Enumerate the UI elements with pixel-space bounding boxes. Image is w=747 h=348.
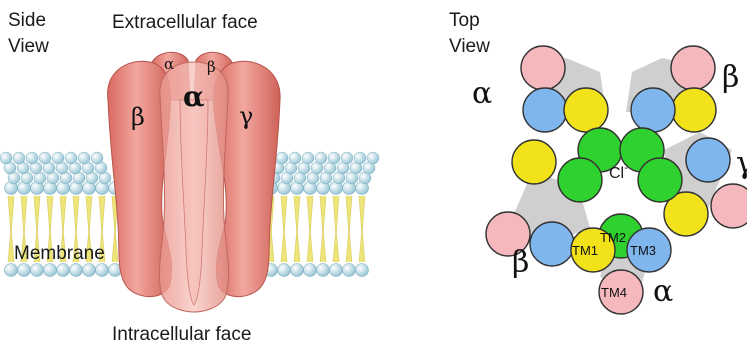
helix-tm2-gamma: [638, 158, 682, 202]
lipid-head-lower: [31, 264, 44, 277]
lipid-tail-lower: [307, 228, 313, 262]
lipid-head-back: [39, 152, 51, 164]
helix-tm3-gamma: [686, 138, 730, 182]
lipid-head-lower: [44, 264, 57, 277]
lipid-head-back: [91, 152, 103, 164]
pore-ion-label: Cl-: [609, 162, 628, 182]
side-label-beta-back: β: [207, 58, 216, 76]
side-label-gamma-right: γ: [239, 102, 253, 130]
lipid-head-lower: [317, 264, 330, 277]
helix-tm3-alpha-top: [523, 88, 567, 132]
helix-tm3-beta-bottom: [530, 222, 574, 266]
lipid-head-back: [78, 152, 90, 164]
lipid-head-back: [26, 152, 38, 164]
side-view: Side View Extracellular face Intracellul…: [0, 10, 379, 345]
helix-tm4-gamma: [711, 184, 747, 228]
side-view-title-line2: View: [8, 36, 49, 57]
lipid-head-lower: [291, 264, 304, 277]
lipid-head-lower: [70, 264, 83, 277]
lipid-head-back: [354, 152, 366, 164]
lipid-head-back: [13, 152, 25, 164]
lipid-tail-lower: [320, 228, 326, 262]
top-label-gamma-right: γ: [736, 146, 747, 181]
top-label-beta-top-right: β: [722, 60, 739, 95]
lipid-head-lower: [57, 264, 70, 277]
lipid-head-lower: [83, 264, 96, 277]
tm3-label: TM3: [630, 243, 656, 258]
helix-tm2-beta-bottom: [558, 158, 602, 202]
lipid-head-back: [315, 152, 327, 164]
lipid-head-back: [341, 152, 353, 164]
lipid-head-back: [367, 152, 379, 164]
helix-tm4-alpha-top: [521, 46, 565, 90]
lipid-head-lower: [304, 264, 317, 277]
lipid-tail-lower: [333, 228, 339, 262]
lipid-head-back: [52, 152, 64, 164]
lipid-head-lower: [330, 264, 343, 277]
top-label-alpha-top-left: α: [472, 76, 492, 111]
lipid-tail-lower: [281, 228, 287, 262]
lipid-head-lower: [356, 264, 369, 277]
lipid-head-back: [65, 152, 77, 164]
lipid-tail-lower: [294, 228, 300, 262]
top-view-title-line1: Top: [449, 10, 480, 31]
lipid-head-back: [276, 152, 288, 164]
helix-tm3-beta-top: [631, 88, 675, 132]
extracellular-face-label: Extracellular face: [112, 12, 258, 33]
lipid-head-back: [289, 152, 301, 164]
lipid-tail-lower: [346, 228, 352, 262]
lipid-head-lower: [278, 264, 291, 277]
tm4-label: TM4: [601, 285, 627, 300]
lipid-head-lower: [5, 264, 18, 277]
tm2-label: TM2: [600, 230, 626, 245]
side-label-alpha-back: α: [164, 55, 174, 73]
lipid-head-back: [302, 152, 314, 164]
helix-tm1-beta-top: [672, 88, 716, 132]
helix-tm1-beta-bottom: [512, 140, 556, 184]
side-label-alpha-front: α: [183, 80, 205, 113]
top-view-title-line2: View: [449, 36, 490, 57]
lipid-head-back: [328, 152, 340, 164]
top-view: Top View Cl- TM2 TM1 TM3 TM4 α β γ β α: [449, 10, 747, 314]
top-label-alpha-bottom: α: [653, 274, 673, 309]
intracellular-face-label: Intracellular face: [112, 324, 251, 345]
top-label-beta-bottom-left: β: [512, 245, 529, 280]
tm1-label: TM1: [572, 243, 598, 258]
side-view-title-line1: Side: [8, 10, 46, 31]
lipid-head-lower: [18, 264, 31, 277]
membrane-label: Membrane: [14, 243, 105, 264]
helix-tm1-alpha-top: [564, 88, 608, 132]
lipid-head-back: [0, 152, 12, 164]
lipid-head-lower: [96, 264, 109, 277]
lipid-head-lower: [343, 264, 356, 277]
helix-tm4-beta-top: [671, 46, 715, 90]
lipid-tail-lower: [112, 228, 118, 262]
lipid-tail-lower: [359, 228, 365, 262]
side-label-beta-left: β: [131, 103, 145, 131]
